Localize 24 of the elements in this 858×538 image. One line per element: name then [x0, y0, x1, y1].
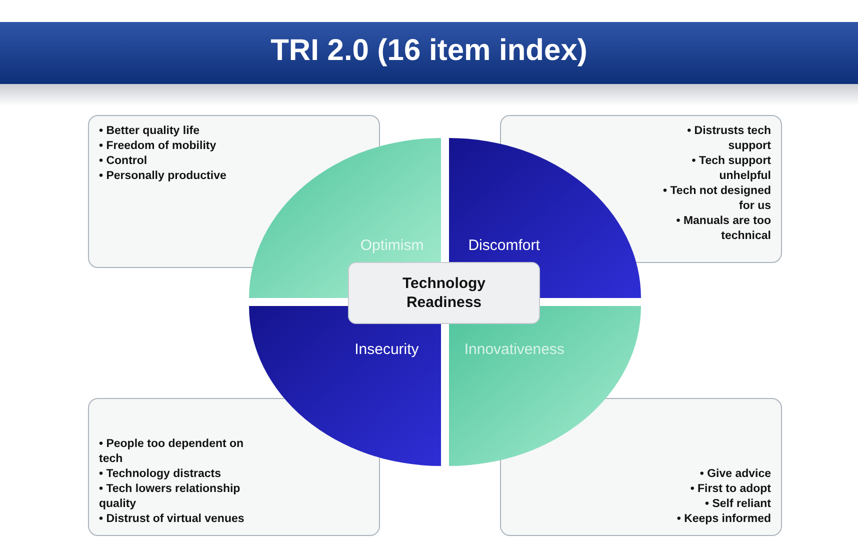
bullet-item: • Tech support unhelpful — [690, 154, 771, 184]
bullet-item: • Personally productive — [99, 169, 228, 184]
bullet-item: • Give advice — [698, 467, 771, 482]
segment-label: Innovativeness — [464, 341, 564, 358]
center-label-card — [348, 262, 540, 324]
text-card — [88, 398, 380, 536]
segment-label: Discomfort — [468, 237, 540, 254]
bullet-item: • Tech not designed for us — [662, 184, 771, 214]
center-label: Technology Readiness — [401, 274, 487, 312]
segment-label: Optimism — [360, 237, 424, 254]
bullet-item: • Distrust of virtual venues — [99, 512, 246, 527]
bullet-item: • Control — [99, 154, 148, 169]
bullet-item: • Self reliant — [704, 497, 771, 512]
bullet-item: • Manuals are too technical — [675, 214, 771, 244]
bullet-item: • Technology distracts — [99, 467, 222, 482]
bullet-item: • Tech lowers relationship quality — [99, 482, 242, 512]
title: TRI 2.0 (16 item index) — [270, 34, 588, 68]
bullet-item: • Keeps informed — [676, 512, 771, 527]
bullet-item: • Freedom of mobility — [99, 139, 218, 154]
bullet-item: • Distrusts tech support — [686, 124, 771, 154]
bullet-item: • Better quality life — [99, 124, 201, 139]
bullet-item: • First to adopt — [689, 482, 771, 497]
bullet-item: • People too dependent on tech — [99, 437, 245, 467]
segment-label: Insecurity — [354, 341, 419, 358]
